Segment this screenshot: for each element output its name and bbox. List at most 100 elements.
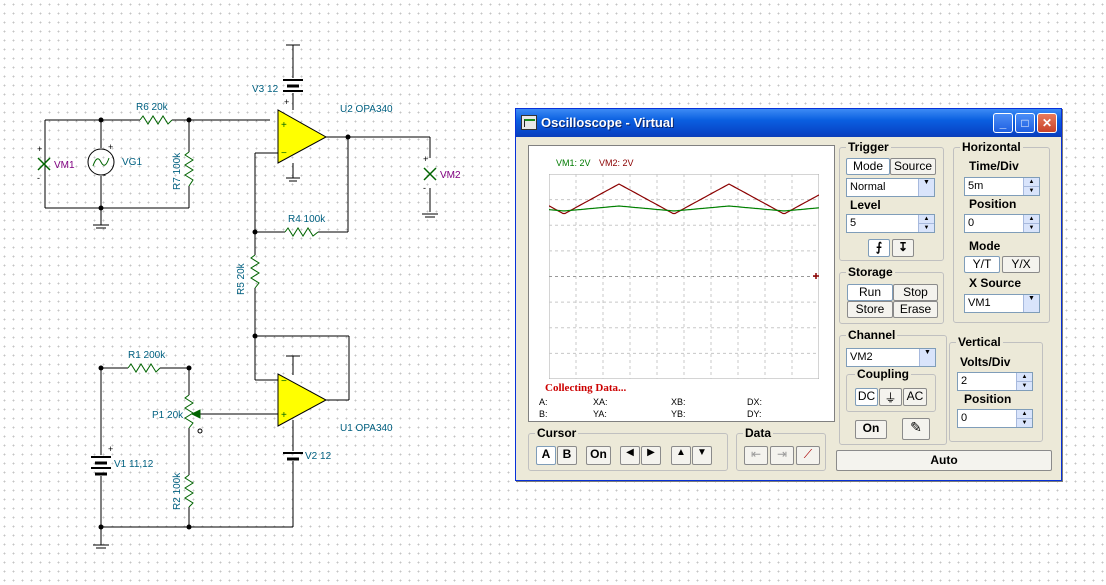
chevron-down-icon[interactable]: ▼ [1023,295,1039,312]
ac-button[interactable]: AC [903,388,927,406]
title-bar[interactable]: Oscilloscope - Virtual _ □ ✕ [516,109,1061,137]
dc-button[interactable]: DC [855,388,878,406]
coupling-group: Coupling DC ⏚ AC [846,367,936,412]
trigger-source-button[interactable]: Source [890,158,936,175]
cursor-right-icon[interactable]: ▶ [641,446,661,465]
cursor-left-icon[interactable]: ◀ [620,446,640,465]
chevron-down-icon[interactable]: ▼ [918,179,934,196]
vertical-title: Vertical [956,335,1003,349]
h-position-value: 0 [968,217,975,229]
volts-div-value: 2 [961,375,968,387]
close-button[interactable]: ✕ [1037,113,1057,133]
cursor-up-icon[interactable]: ▲ [671,446,691,465]
oscilloscope-app-icon [521,115,537,130]
readout-ya: YA: [593,409,607,419]
auto-button[interactable]: Auto [836,450,1052,471]
svg-text:-: - [37,173,40,183]
h-position-spinner[interactable]: ▲▼ [1023,215,1039,232]
volts-div-spinner[interactable]: ▲▼ [1016,373,1032,390]
volts-div-field[interactable]: 2 ▲▼ [957,372,1033,391]
time-div-spinner[interactable]: ▲▼ [1023,178,1039,195]
svg-text:-: - [103,170,106,180]
v-position-field[interactable]: 0 ▲▼ [957,409,1033,428]
minimize-button[interactable]: _ [993,113,1013,133]
horizontal-group: Horizontal Time/Div 5m ▲▼ Position 0 ▲▼ … [953,140,1050,323]
schematic-canvas: +− −+ +- +- ++ -+ V3 12 U2 OPA340 R6 20k… [37,44,461,549]
svg-text:+: + [37,144,42,154]
maximize-button[interactable]: □ [1015,113,1035,133]
horizontal-title: Horizontal [960,140,1023,154]
rising-edge-icon[interactable]: ⨍ [868,239,890,257]
label-v1: V1 11,12 [114,459,154,470]
oscilloscope-window: Oscilloscope - Virtual _ □ ✕ VM1: 2V VM2… [515,108,1062,481]
cursor-title: Cursor [535,426,579,440]
time-div-label: Time/Div [969,159,1019,173]
volts-div-label: Volts/Div [960,355,1011,369]
h-position-field[interactable]: 0 ▲▼ [964,214,1040,233]
label-r7: R7 100k [172,152,183,190]
time-div-field[interactable]: 5m ▲▼ [964,177,1040,196]
run-button[interactable]: Run [847,284,893,301]
data-title: Data [743,426,774,440]
cursor-down-icon[interactable]: ▼ [692,446,712,465]
erase-button[interactable]: Erase [893,301,938,318]
cursor-b-button[interactable]: B [557,446,577,465]
vertical-group: Vertical Volts/Div 2 ▲▼ Position 0 ▲▼ [949,335,1043,442]
cursor-on-button[interactable]: On [586,446,611,465]
label-vm2: VM2 [440,170,461,181]
graph-icon[interactable]: ⟋ [796,446,820,465]
label-v3: V3 12 [252,84,279,95]
svg-text:−: − [281,376,287,387]
label-r1: R1 200k [128,350,166,361]
chevron-down-icon[interactable]: ▼ [919,349,935,366]
label-u1: U1 OPA340 [340,423,393,434]
channel-value: VM2 [850,351,873,363]
time-div-value: 5m [968,180,984,192]
yx-button[interactable]: Y/X [1002,256,1040,273]
xsource-value: VM1 [968,297,991,309]
ground-icon[interactable]: ⏚ [879,388,902,406]
pen-icon[interactable]: ✎ [902,418,930,440]
h-position-label: Position [969,197,1017,211]
readout-b: B: [539,409,548,419]
trigger-marker-icon [813,273,819,279]
scope-screen[interactable]: VM1: 2V VM2: 2V Collecting Data... A: B:… [528,145,835,422]
xsource-label: X Source [969,276,1022,290]
trigger-mode-button[interactable]: Mode [846,158,890,175]
channel-group: Channel VM2 ▼ Coupling DC ⏚ AC On ✎ [839,328,947,445]
v-position-value: 0 [961,412,968,424]
svg-text:+: + [108,142,113,152]
import-data-icon[interactable]: ⇤ [744,446,768,465]
scope-grid [549,174,819,379]
falling-edge-icon[interactable]: ↧ [892,239,914,257]
store-button[interactable]: Store [847,301,893,318]
svg-text:+: + [281,120,287,131]
legend-vm2: VM2: 2V [599,158,634,168]
trigger-mode-value: Normal [850,181,886,193]
channel-on-button[interactable]: On [855,420,887,439]
channel-title: Channel [846,328,898,342]
h-mode-label: Mode [969,239,1001,253]
cursor-group: Cursor A B On ◀ ▶ ▲ ▼ [528,426,728,471]
label-r2: R2 100k [172,472,183,510]
scope-plot [549,174,819,379]
storage-group: Storage Run Stop Store Erase [839,265,944,324]
v-position-spinner[interactable]: ▲▼ [1016,410,1032,427]
cursor-a-button[interactable]: A [536,446,556,465]
label-v2: V2 12 [305,451,332,462]
trigger-group: Trigger Mode Source Normal ▼ Level 5 ▲▼ … [839,140,944,261]
yt-button[interactable]: Y/T [964,256,1000,273]
trigger-title: Trigger [846,140,891,154]
readout-dx: DX: [747,397,763,407]
export-data-icon[interactable]: ⇥ [770,446,794,465]
level-spinner[interactable]: ▲▼ [918,215,934,232]
stop-button[interactable]: Stop [893,284,938,301]
level-label: Level [850,198,881,212]
level-field[interactable]: 5 ▲▼ [846,214,935,233]
status-text: Collecting Data... [545,382,627,394]
xsource-select[interactable]: VM1 ▼ [964,294,1040,313]
channel-legend: VM1: 2V VM2: 2V [556,158,634,168]
trigger-mode-select[interactable]: Normal ▼ [846,178,935,197]
channel-select[interactable]: VM2 ▼ [846,348,936,367]
window-title: Oscilloscope - Virtual [541,115,674,130]
